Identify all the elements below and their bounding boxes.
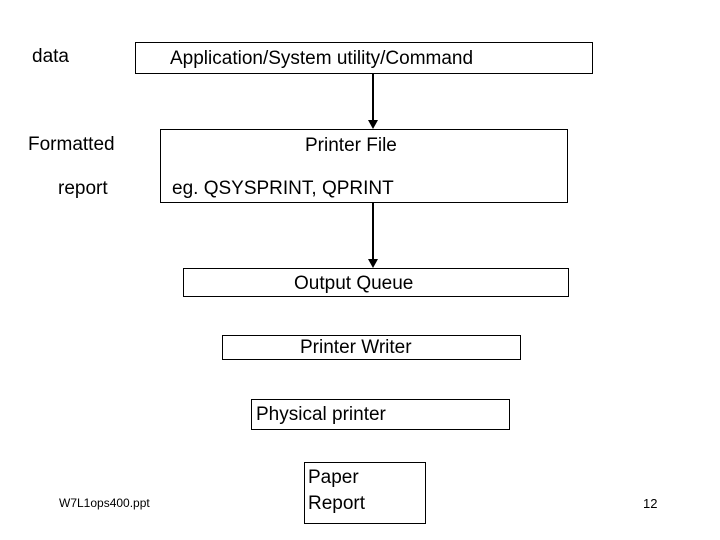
box-paper-report [304, 462, 426, 524]
box-paper-report-line1: Paper [308, 467, 359, 488]
box-printer-writer-label: Printer Writer [300, 337, 412, 358]
label-formatted: Formatted [28, 134, 115, 155]
arrow-head [368, 120, 378, 129]
box-paper-report-line2: Report [308, 493, 366, 514]
label-report: report [58, 178, 108, 199]
arrow-head [368, 259, 378, 268]
footer-page-number: 12 [643, 496, 658, 511]
box-printer-file-example: eg. QSYSPRINT, QPRINT [172, 178, 394, 199]
box-physical-printer-label: Physical printer [256, 404, 386, 425]
box-printer-file-title: Printer File [305, 135, 397, 156]
footer-file-name: W7L1ops400.ppt [59, 496, 150, 510]
box-application-system-utility-command [135, 42, 593, 74]
box-printer-writer [222, 335, 521, 360]
box-output-queue-label: Output Queue [294, 273, 414, 294]
box-output-queue [183, 268, 569, 297]
box-printer-file [160, 129, 568, 203]
arrow-shaft [372, 74, 374, 120]
box-physical-printer [251, 399, 510, 430]
arrow-shaft [372, 203, 374, 259]
box-application-label: Application/System utility/Command [170, 48, 474, 69]
label-data: data [32, 46, 69, 67]
